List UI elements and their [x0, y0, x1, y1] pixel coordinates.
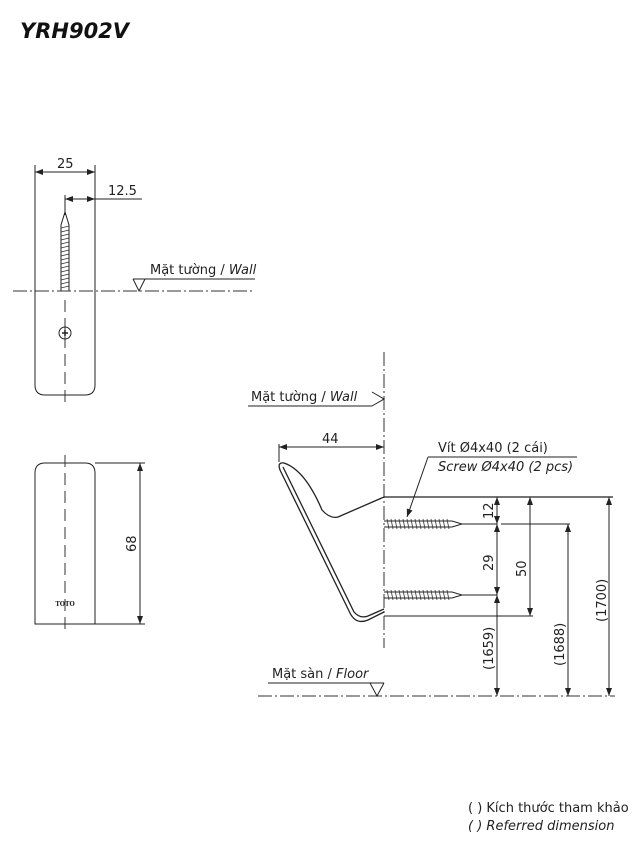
- dim-50: 50: [515, 560, 530, 577]
- screw-icon: [384, 589, 464, 601]
- screw-icon: [60, 210, 70, 291]
- side-view: Mặt tường / Wall 44 Vít Ø4x40 (2 cái) Sc…: [248, 352, 615, 698]
- dim-29: 29: [482, 554, 497, 571]
- note-reference-en: ( ) Referred dimension: [468, 819, 614, 834]
- front-view: 68 TOTO: [34, 455, 145, 634]
- dim-1688: (1688): [553, 623, 568, 666]
- floor-marker-icon: [268, 682, 385, 698]
- dim-68: 68: [125, 535, 140, 552]
- toto-logo: TOTO: [55, 601, 74, 608]
- note-reference-vi: ( ) Kích thước tham khảo: [468, 801, 629, 816]
- phillips-screw-head-icon: [58, 326, 72, 340]
- floor-label: Mặt sàn / Floor: [272, 667, 370, 682]
- wall-marker-icon: [248, 391, 385, 407]
- top-view: 25 12.5 Mặt tường / Wall: [13, 157, 257, 403]
- dim-12-5: 12.5: [108, 184, 137, 199]
- dim-1700: (1700): [595, 579, 610, 622]
- dim-1659: (1659): [482, 627, 497, 670]
- hook-profile: [278, 462, 385, 623]
- screw-icon: [384, 518, 464, 530]
- wall-label-top: Mặt tường / Wall: [150, 263, 257, 278]
- screw-label-vi: Vít Ø4x40 (2 cái): [438, 441, 548, 456]
- wall-marker-icon: [132, 278, 255, 293]
- screw-label-en: Screw Ø4x40 (2 pcs): [438, 460, 573, 475]
- dim-12: 12: [482, 502, 497, 519]
- dim-25: 25: [57, 157, 74, 172]
- wall-label-side: Mặt tường / Wall: [251, 390, 358, 405]
- model-title: YRH902V: [20, 19, 131, 43]
- dim-44: 44: [322, 432, 339, 447]
